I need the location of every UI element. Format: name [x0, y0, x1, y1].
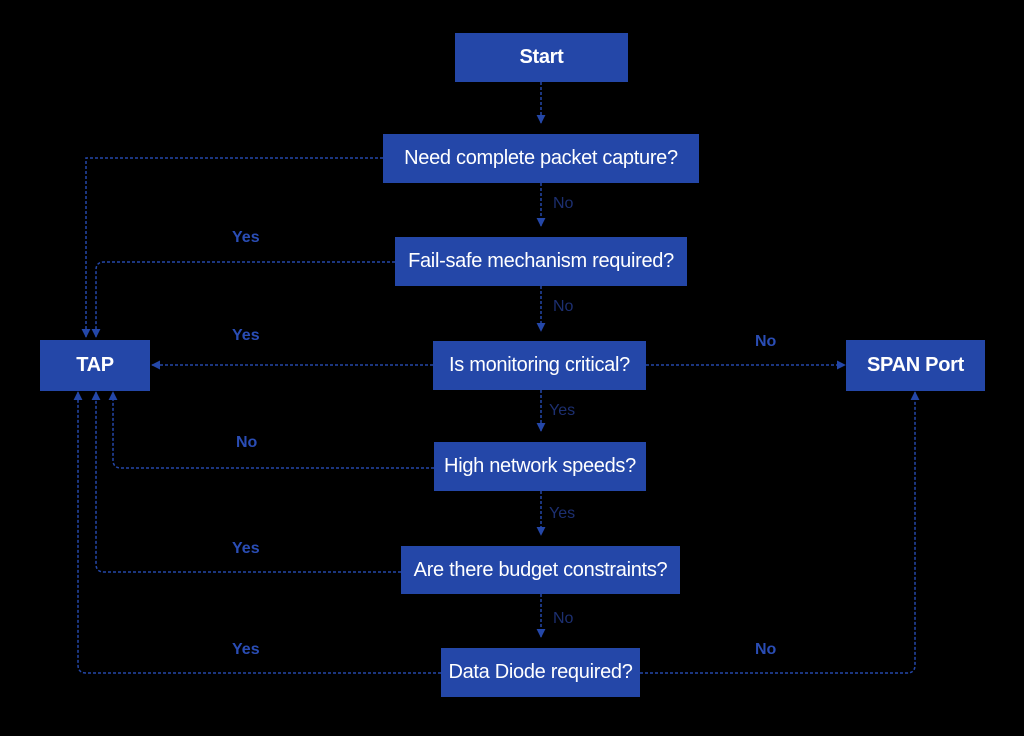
edge-label-q5-yes: Yes [232, 540, 260, 557]
monitoring-critical-decision: Is monitoring critical? [433, 341, 646, 390]
edge-label-q3-yes: Yes [232, 327, 260, 344]
edge-label-q4-yes: Yes [549, 505, 576, 522]
edge-q6-span [640, 391, 920, 674]
span-port-node: SPAN Port [846, 340, 985, 391]
edge-q4-tap [108, 391, 434, 469]
edge-label-q2-no: No [553, 298, 574, 315]
network-speeds-decision: High network speeds? [434, 442, 646, 491]
edge-q5-tap [91, 391, 401, 573]
edge-label-q2-yes: Yes [232, 229, 260, 246]
edge-label-q6-yes: Yes [232, 641, 260, 658]
edge-q1-tap [81, 157, 383, 338]
edge-q2-tap [91, 261, 395, 338]
edge-label-q3-yes-down: Yes [549, 402, 576, 419]
packet-capture-decision: Need complete packet capture? [383, 134, 699, 183]
edge-label-q5-no: No [553, 610, 574, 627]
edge-label-q3-no: No [755, 333, 777, 350]
edge-q6-tap [73, 391, 441, 674]
edge-label-q1-no: No [553, 195, 574, 212]
edge-label-q4-no: No [236, 434, 258, 451]
fail-safe-decision: Fail-safe mechanism required? [395, 237, 687, 286]
start-node: Start [455, 33, 628, 82]
edge-label-q6-no: No [755, 641, 777, 658]
tap-node: TAP [40, 340, 150, 391]
data-diode-decision: Data Diode required? [441, 648, 640, 697]
budget-constraints-decision: Are there budget constraints? [401, 546, 680, 594]
